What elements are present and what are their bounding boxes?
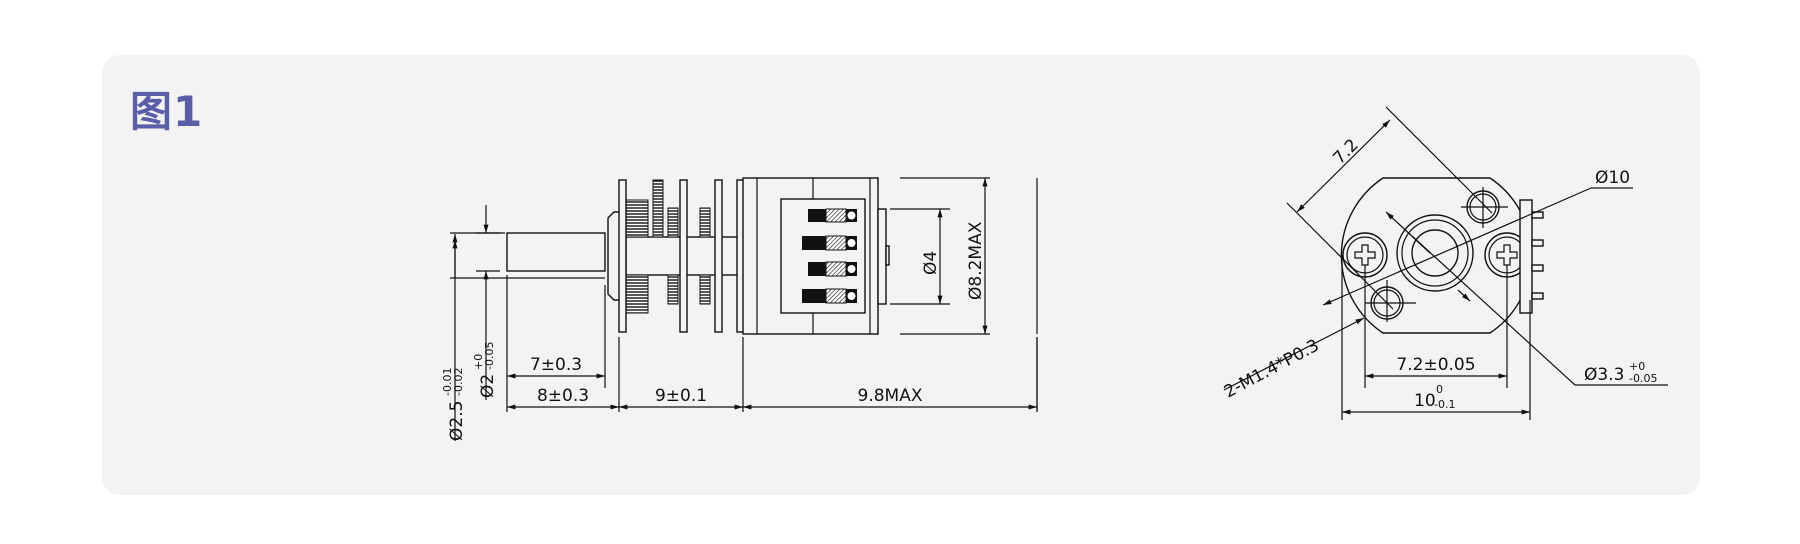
motor-body <box>742 177 890 335</box>
dim-shaft-tol-lower: -0.05 <box>483 342 496 370</box>
svg-text:0: 0 <box>1436 383 1443 396</box>
gear-plate <box>714 179 723 333</box>
end-dimension-lines <box>1223 106 1668 420</box>
side-view: 7±0.3 8±0.3 9±0.1 9.8MAX Ø2.5 -0.01 -0.0… <box>441 177 1038 441</box>
dim-boss-tol-lower: -0.02 <box>452 368 465 396</box>
dim-center-dia: Ø3.3 +0 -0.05 <box>1584 360 1657 385</box>
dim-boss-dia: Ø2.5 <box>447 401 467 441</box>
dim-thread: 2-M1.4*P0.3 <box>1221 336 1323 403</box>
gear-plate <box>618 179 627 333</box>
dim-boss-tol-upper: -0.01 <box>441 368 454 396</box>
dim-gearbox-length: 9±0.1 <box>655 386 707 406</box>
figure-title: 图1 <box>130 87 204 136</box>
end-nub <box>885 245 890 266</box>
dim-shaft-dia: Ø2 <box>478 374 498 398</box>
end-bushing <box>877 208 887 305</box>
shaft-bushing <box>607 211 621 301</box>
terminals <box>802 208 857 304</box>
dim-motor-length: 9.8MAX <box>858 386 923 406</box>
gear-plate <box>679 179 688 333</box>
dim-hole-diag: 7.2 <box>1329 135 1362 168</box>
gears <box>625 179 711 314</box>
end-view: 7.2 Ø10 7.2±0.05 10 0 -0.1 Ø3.3 +0 -0.05… <box>1221 106 1668 420</box>
dim-shaft-tol-upper: +0 <box>472 354 485 370</box>
connector <box>1519 199 1544 314</box>
dim-end-dia: Ø4 <box>921 251 941 275</box>
side-dimension-lines <box>450 177 1038 441</box>
svg-text:Ø3.3: Ø3.3 <box>1584 365 1624 385</box>
svg-text:-0.05: -0.05 <box>1629 372 1657 385</box>
dim-screw-spacing: 7.2±0.05 <box>1396 355 1475 375</box>
dim-body-dia: Ø8.2MAX <box>966 221 986 300</box>
output-shaft <box>506 232 606 272</box>
svg-text:+0: +0 <box>1629 360 1645 373</box>
dim-body-dia-10: Ø10 <box>1595 168 1630 188</box>
svg-text:-0.1: -0.1 <box>1434 398 1455 411</box>
dim-width: 10 0 -0.1 <box>1414 383 1455 411</box>
svg-text:10: 10 <box>1414 391 1436 411</box>
dim-shaft-length: 7±0.3 <box>530 355 582 375</box>
dim-output-length: 8±0.3 <box>537 386 589 406</box>
